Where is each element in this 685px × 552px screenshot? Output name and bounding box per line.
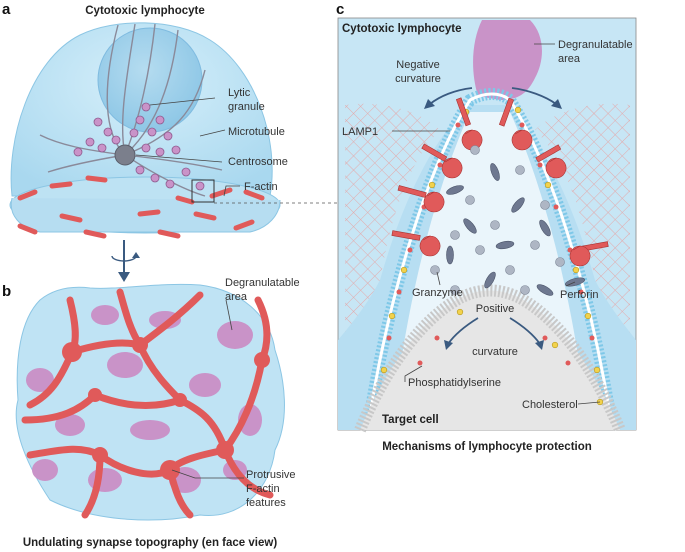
neg-arrowhead-right: [551, 99, 562, 109]
protrusive-label-1: Protrusive: [246, 469, 296, 481]
f-actin-segments: [17, 175, 265, 239]
protrusive-label-2: F-actin: [246, 483, 280, 495]
centrosome: [114, 144, 136, 166]
lamp1-proteins: [391, 97, 609, 267]
target-cell-label: Target cell: [382, 414, 439, 426]
panel-c: c: [336, 1, 637, 453]
panel-a-title: Cytotoxic lymphocyte: [85, 5, 205, 17]
zoom-box: [191, 179, 215, 203]
degranulatable-area-label-b-1: Degranulatable: [225, 277, 300, 289]
lamp1-label: LAMP1: [342, 126, 378, 138]
centrosome-label: Centrosome: [228, 156, 288, 168]
f-actin-label: F-actin: [244, 181, 278, 193]
pos-arrowhead-right: [535, 340, 544, 350]
degranulatable-area-label-c-2: area: [558, 53, 581, 65]
cholesterol-dots: [380, 106, 604, 406]
lytic-granule-label-1: Lytic: [228, 87, 251, 99]
degranulatable-blob: [473, 20, 542, 100]
panel-c-title: Cytotoxic lymphocyte: [342, 23, 462, 35]
actin-mesh-left: [345, 103, 440, 360]
degranulatable-area-label-b-2: area: [225, 291, 248, 303]
panel-a-letter: a: [2, 1, 11, 18]
degranulatable-area-label-c-1: Degranulatable: [558, 39, 633, 51]
panel-b-caption: Undulating synapse topography (en face v…: [23, 537, 277, 549]
negative-curvature-label-2: curvature: [395, 73, 441, 85]
panel-b: b: [2, 277, 300, 549]
bilayer-core: [368, 92, 612, 416]
panel-a: a Cytotoxic lymphocyte: [2, 1, 340, 282]
granzyme-particles: [430, 145, 565, 295]
negative-curvature-arrows: [429, 87, 557, 105]
perforin-particles: [446, 163, 586, 296]
panel-c-caption: Mechanisms of lymphocyte protection: [382, 441, 592, 453]
panel-c-letter: c: [336, 1, 344, 18]
panel-b-letter: b: [2, 283, 11, 300]
cholesterol-label: Cholesterol: [522, 399, 578, 411]
target-bilayer: [354, 284, 626, 433]
pos-arrowhead-left: [444, 340, 453, 350]
negative-curvature-label-1: Negative: [396, 59, 439, 71]
positive-curvature-arrows: [447, 317, 541, 345]
actin-mesh-right: [535, 103, 630, 360]
actin-nodes: [62, 337, 270, 480]
neg-arrowhead-left: [424, 99, 435, 109]
phosphatidylserine-dots: [386, 122, 595, 366]
target-cell: [360, 290, 620, 430]
lytic-granules: [73, 102, 205, 191]
microtubule-label: Microtubule: [228, 126, 285, 138]
positive-curvature-label-2: curvature: [472, 346, 518, 358]
lytic-granule-label-2: granule: [228, 101, 265, 113]
positive-curvature-label-1: Positive: [476, 303, 515, 315]
protrusive-label-3: features: [246, 497, 286, 509]
rotation-arrow: [111, 240, 140, 282]
phosphatidylserine-label: Phosphatidylserine: [408, 377, 501, 389]
perforin-label: Perforin: [560, 289, 599, 301]
granzyme-label: Granzyme: [412, 287, 463, 299]
